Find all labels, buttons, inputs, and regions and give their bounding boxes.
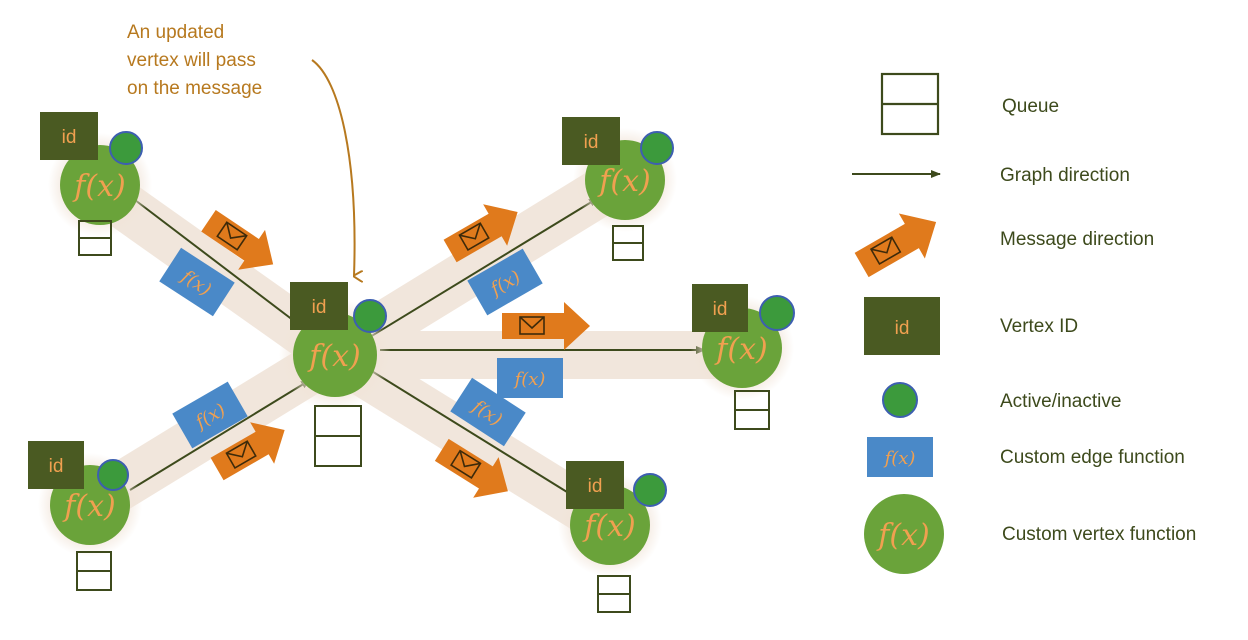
graph-edges (129, 197, 706, 506)
queue-icon (612, 225, 644, 261)
vertex-function-label: f(x) (582, 509, 635, 544)
legend-active-inactive: Active/inactive (882, 382, 1121, 418)
vertex-function-icon (864, 494, 944, 574)
edge-function-box: f(x) (450, 377, 526, 447)
edge-v1-to-center (134, 199, 307, 331)
legend-message-direction-label: Message direction (1000, 229, 1154, 250)
message-arrow (201, 209, 274, 270)
envelope-icon (216, 221, 248, 251)
legend: Queue Graph direction Message direction … (852, 72, 1196, 574)
legend-queue: Queue (880, 72, 1059, 136)
message-arrow (210, 422, 285, 481)
active-indicator-icon (882, 382, 918, 418)
legend-vertex-id: id Vertex ID (864, 297, 1078, 355)
legend-custom-edge-function-label: Custom edge function (1000, 447, 1185, 468)
legend-custom-vertex-function: f(x) Custom vertex function (864, 494, 1196, 574)
vertex-id-label: id (588, 476, 603, 497)
legend-queue-label: Queue (1002, 96, 1059, 117)
envelope-icon (458, 222, 490, 252)
vertex-id-box (562, 117, 620, 165)
edge-function-label: f(x) (513, 369, 546, 390)
edge-center-to-v3 (364, 197, 599, 341)
vertex-id-label: id (49, 456, 64, 477)
edge-function-box: f(x) (159, 247, 235, 317)
legend-active-inactive-label: Active/inactive (1000, 391, 1121, 412)
legend-vertex-function-circle-label: f(x) (876, 518, 929, 553)
active-indicator (97, 459, 129, 491)
annotation-line-1: An updated (127, 22, 224, 43)
message-arrow (443, 204, 518, 263)
edge-function-box: f(x) (497, 358, 563, 398)
vertex-top-right: f(x) id (562, 117, 677, 261)
vertex-id-box (40, 112, 98, 160)
queue-icon (314, 405, 362, 467)
legend-graph-direction: Graph direction (852, 165, 1130, 186)
edge-function-icon (867, 437, 933, 477)
vertex-function-label: f(x) (597, 164, 650, 199)
active-indicator (759, 295, 795, 331)
legend-message-direction: Message direction (854, 213, 1154, 278)
vertex-id-label: id (713, 299, 728, 320)
vertex-function-label: f(x) (72, 169, 125, 204)
vertex-top-left: f(x) id (40, 112, 152, 256)
active-indicator (640, 131, 674, 165)
queue-icon (78, 220, 112, 256)
vertex-center: f(x) id (279, 282, 391, 467)
active-indicator (353, 299, 387, 333)
message-arrow (434, 438, 508, 498)
message-arrows (201, 204, 590, 498)
edge-v2-to-center (129, 379, 311, 491)
annotation: An updated vertex will pass on the messa… (127, 22, 355, 276)
vertex-right: f(x) id (690, 284, 795, 430)
vertex-bottom-left: f(x) id (28, 441, 142, 591)
vertex-id-label: id (312, 297, 327, 318)
queue-icon (880, 72, 940, 136)
message-arrow (502, 302, 590, 350)
annotation-arrow (311, 59, 355, 276)
edge-function-boxes: f(x) f(x) f(x) f(x) f(x) (159, 247, 563, 449)
active-indicator (633, 473, 667, 507)
edge-center-to-v5 (369, 369, 589, 506)
vertex-id-box (28, 441, 84, 489)
annotation-line-2: vertex will pass (127, 50, 256, 71)
queue-icon (76, 551, 112, 591)
vertex-id-label: id (584, 132, 599, 153)
edge-function-box: f(x) (467, 248, 543, 316)
envelope-icon (869, 236, 902, 266)
envelope-icon (519, 316, 545, 335)
annotation-line-3: on the message (127, 78, 262, 99)
legend-vertex-id-box-label: id (895, 318, 910, 339)
vertex-id-box (692, 284, 748, 332)
active-indicator (109, 131, 143, 165)
vertex-id-box (864, 297, 940, 355)
envelope-icon (450, 449, 482, 479)
legend-graph-direction-label: Graph direction (1000, 165, 1130, 186)
vertex-function-label: f(x) (714, 332, 767, 367)
legend-edge-function-box-label: f(x) (883, 448, 916, 469)
vertex-bottom-right: f(x) id (558, 461, 667, 613)
message-arrow-icon (854, 213, 937, 278)
legend-vertex-id-label: Vertex ID (1000, 316, 1078, 337)
vertex-id-label: id (62, 127, 77, 148)
legend-custom-vertex-function-label: Custom vertex function (1002, 524, 1196, 545)
vertex-function-label: f(x) (307, 339, 360, 374)
vertex-id-box (290, 282, 348, 330)
legend-custom-edge-function: f(x) Custom edge function (867, 437, 1185, 477)
vertex-function-label: f(x) (62, 489, 115, 524)
envelope-icon (225, 440, 257, 470)
queue-icon (734, 390, 770, 430)
vertex-id-box (566, 461, 624, 509)
edge-function-box: f(x) (172, 381, 248, 449)
queue-icon (597, 575, 631, 613)
